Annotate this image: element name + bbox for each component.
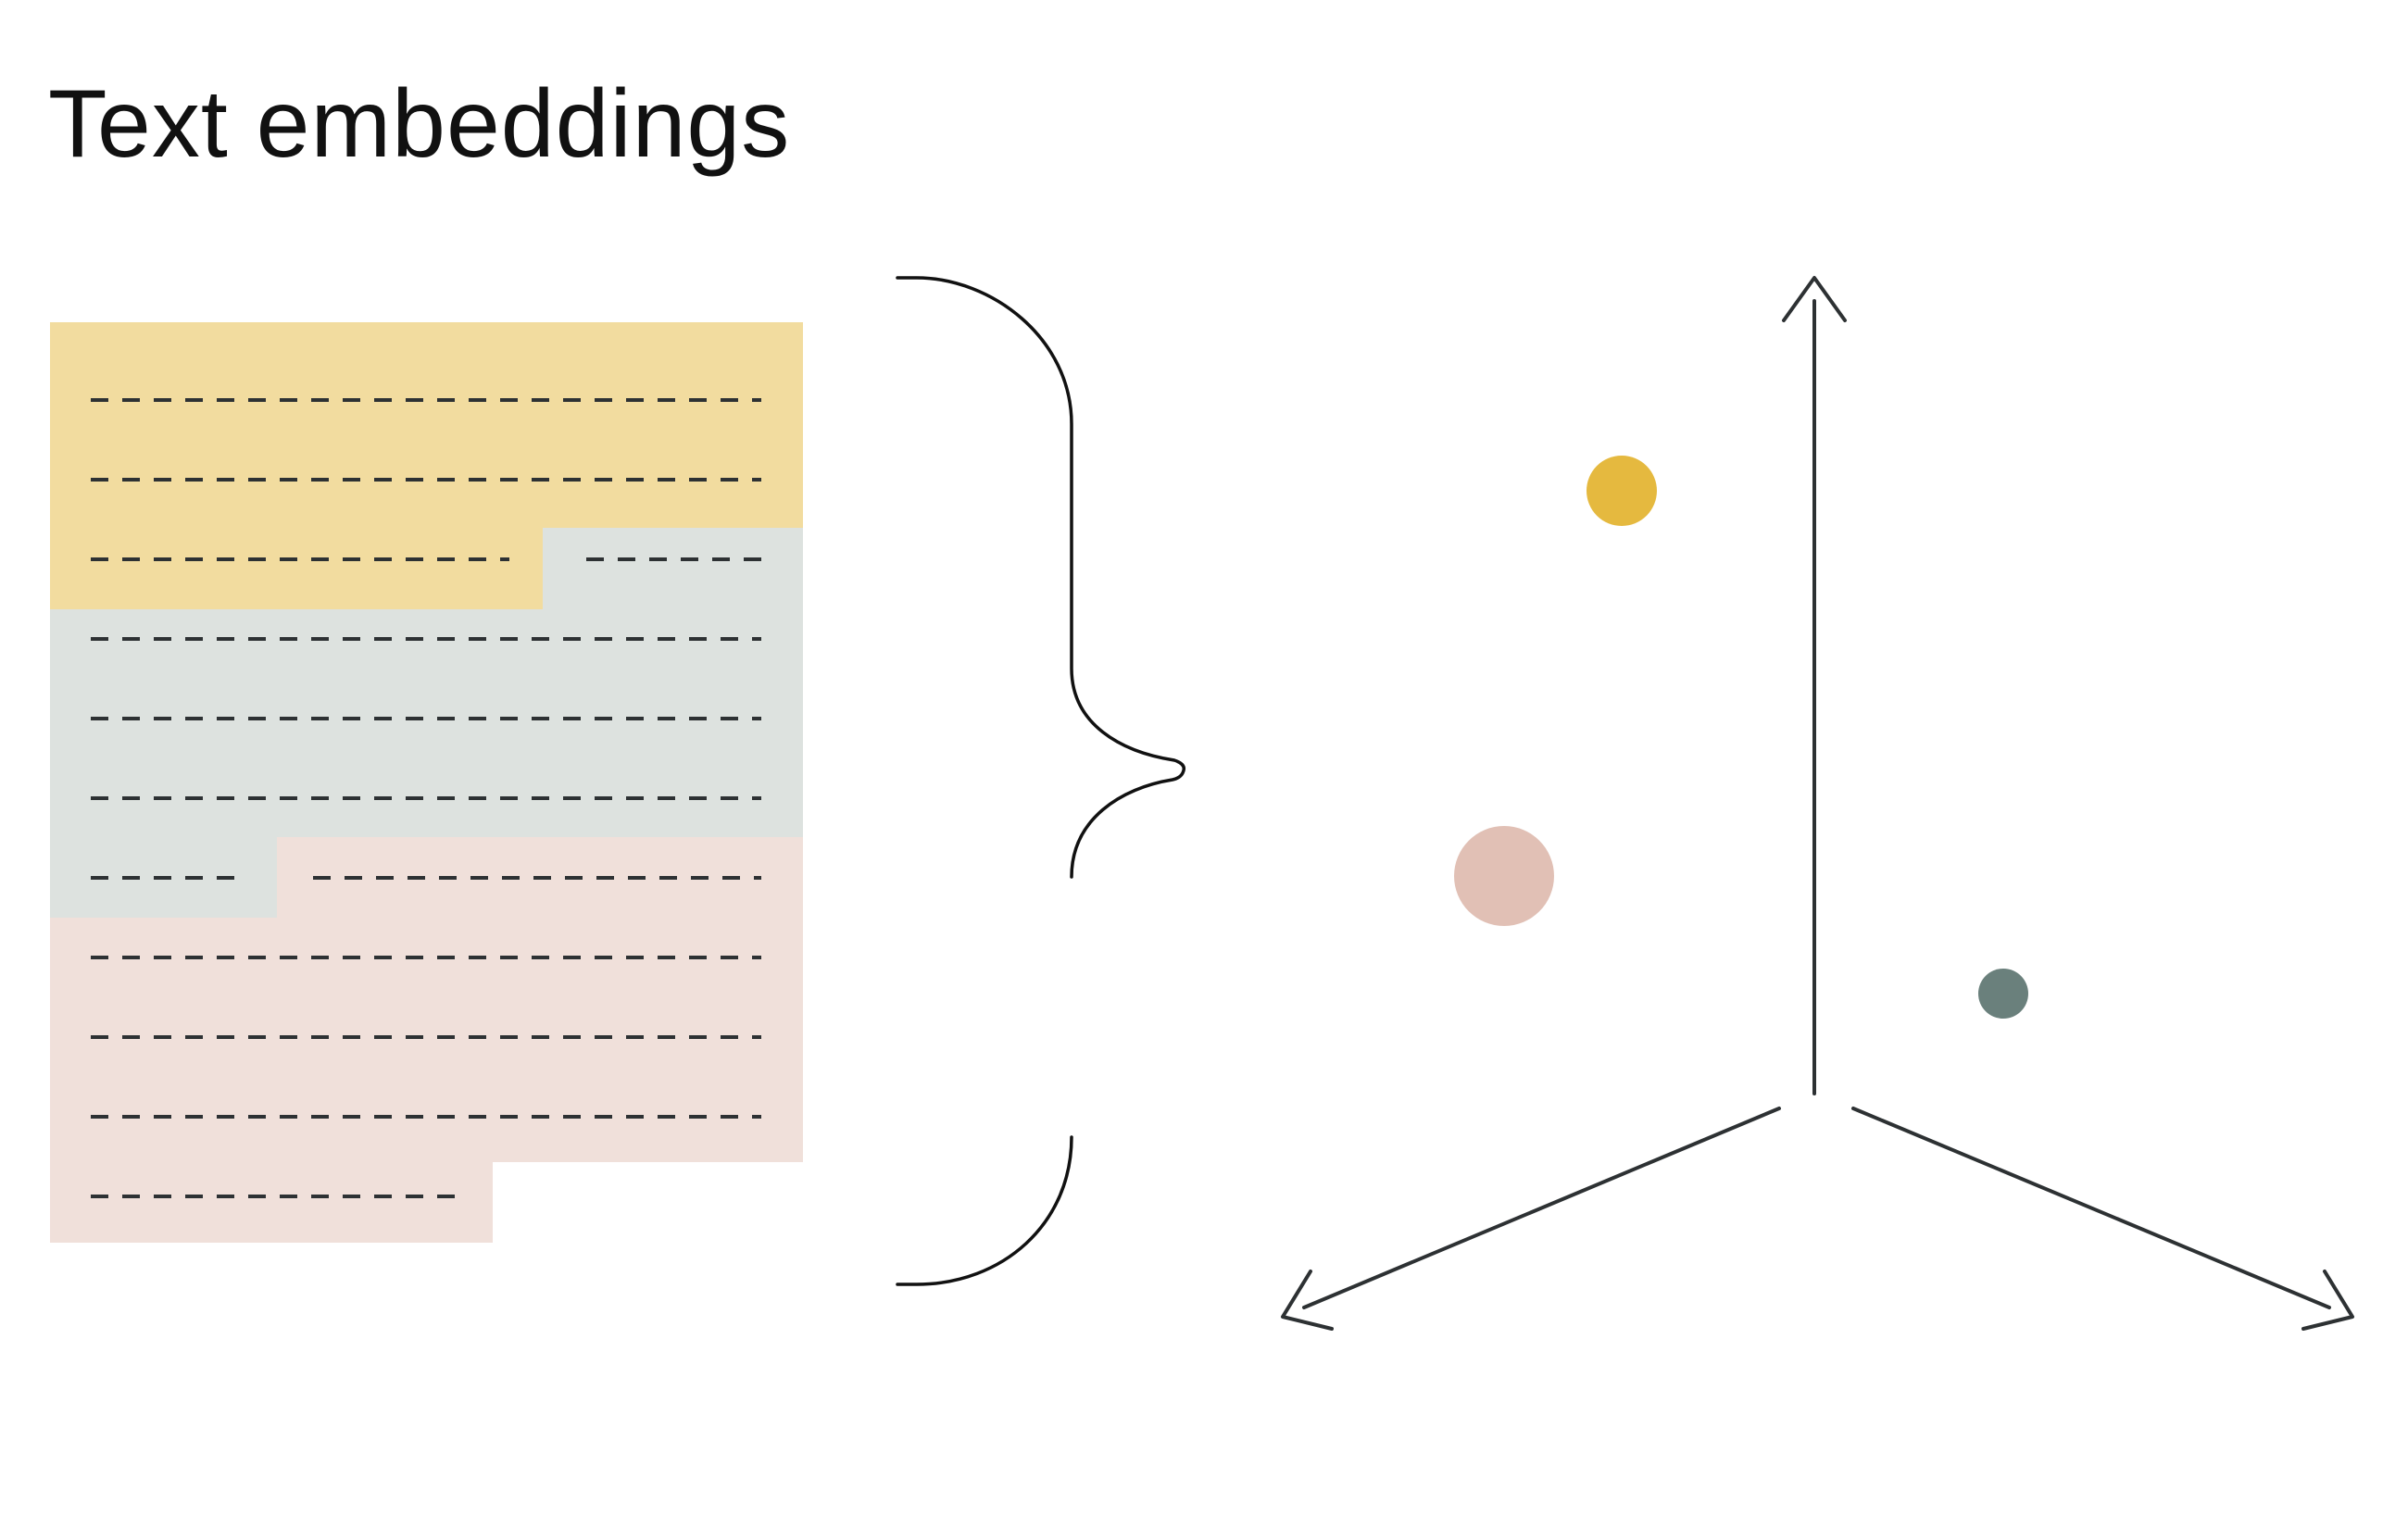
axis-left-arrowhead — [1281, 1270, 1334, 1331]
point-pink — [1454, 826, 1554, 926]
brace-top — [896, 276, 1186, 879]
chunk-yellow-region — [50, 322, 803, 609]
text-lines — [91, 398, 761, 1198]
embedding-points — [1454, 456, 2028, 1019]
axis-right — [1851, 1107, 2331, 1309]
point-yellow — [1587, 456, 1657, 526]
point-gray — [1978, 969, 2028, 1019]
chunk-pink-region — [50, 837, 803, 1243]
page-title: Text embeddings — [48, 70, 791, 178]
curly-brace-icon — [896, 276, 1186, 1286]
axis-right-arrowhead — [2301, 1270, 2354, 1331]
chunk-gray-region — [50, 528, 803, 918]
axis-up-arrowhead — [1782, 276, 1847, 322]
document — [50, 322, 803, 1243]
axis-left — [1302, 1107, 1781, 1309]
brace-bottom — [896, 1135, 1073, 1286]
3d-axes-icon — [1281, 276, 2354, 1331]
